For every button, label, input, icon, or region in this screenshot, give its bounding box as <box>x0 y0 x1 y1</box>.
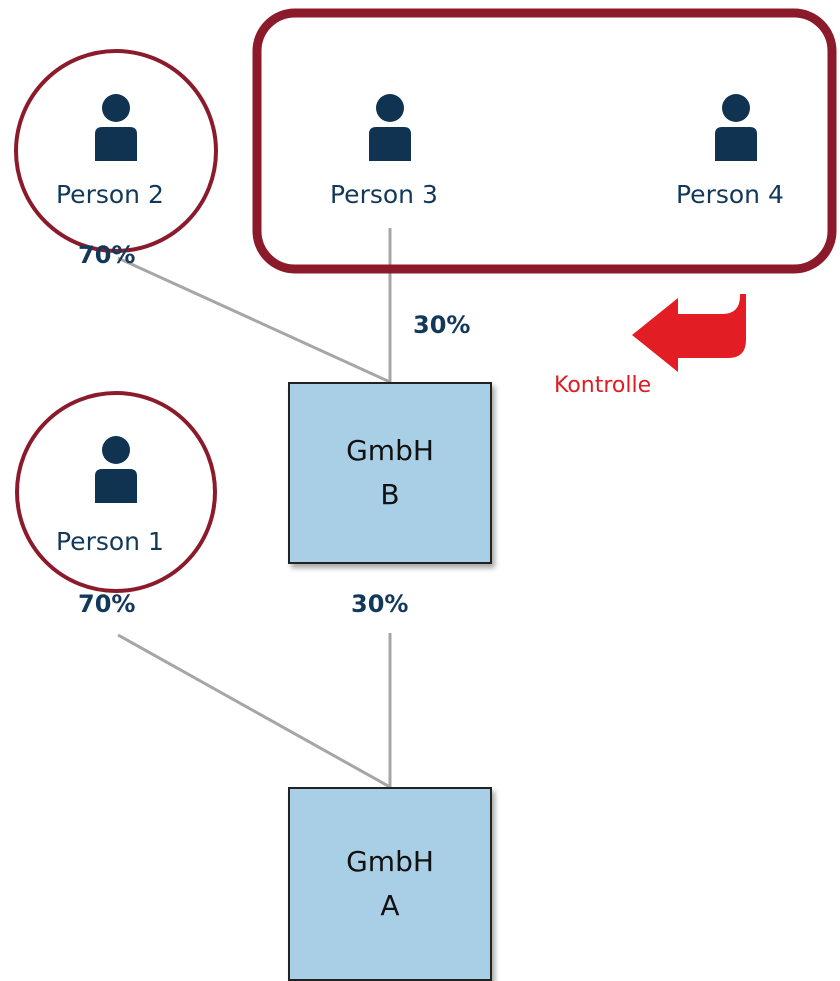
person-label: Person 4 <box>676 180 784 209</box>
person-icon <box>369 94 411 161</box>
person-label: Person 2 <box>56 180 164 209</box>
company-name-suffix: B <box>380 478 400 511</box>
share-label: 30% <box>413 311 471 339</box>
control-label: Kontrolle <box>554 373 652 398</box>
share-label: 70% <box>78 590 136 618</box>
share-label: 70% <box>78 241 136 269</box>
company-name: GmbH <box>346 845 434 878</box>
person-icon <box>95 94 137 161</box>
company-box-gmbh-b: GmbH B <box>288 382 492 564</box>
highlight-circle-person1 <box>15 391 217 593</box>
person-label: Person 1 <box>56 527 164 556</box>
ownership-diagram <box>14 8 837 789</box>
highlight-group-person3-person4 <box>252 8 837 274</box>
connector-person1-gmbh-a <box>117 633 391 789</box>
company-name: GmbH <box>346 434 434 467</box>
person-label: Person 3 <box>330 180 438 209</box>
connector-person2-gmbh-b <box>117 256 391 384</box>
person-icon <box>715 94 757 161</box>
highlight-circle-person2 <box>14 49 218 253</box>
company-name-suffix: A <box>380 889 400 922</box>
share-label: 30% <box>351 590 409 618</box>
curved-arrow-left-icon <box>632 294 746 372</box>
company-box-gmbh-a: GmbH A <box>288 787 492 981</box>
person-icon <box>95 436 137 503</box>
